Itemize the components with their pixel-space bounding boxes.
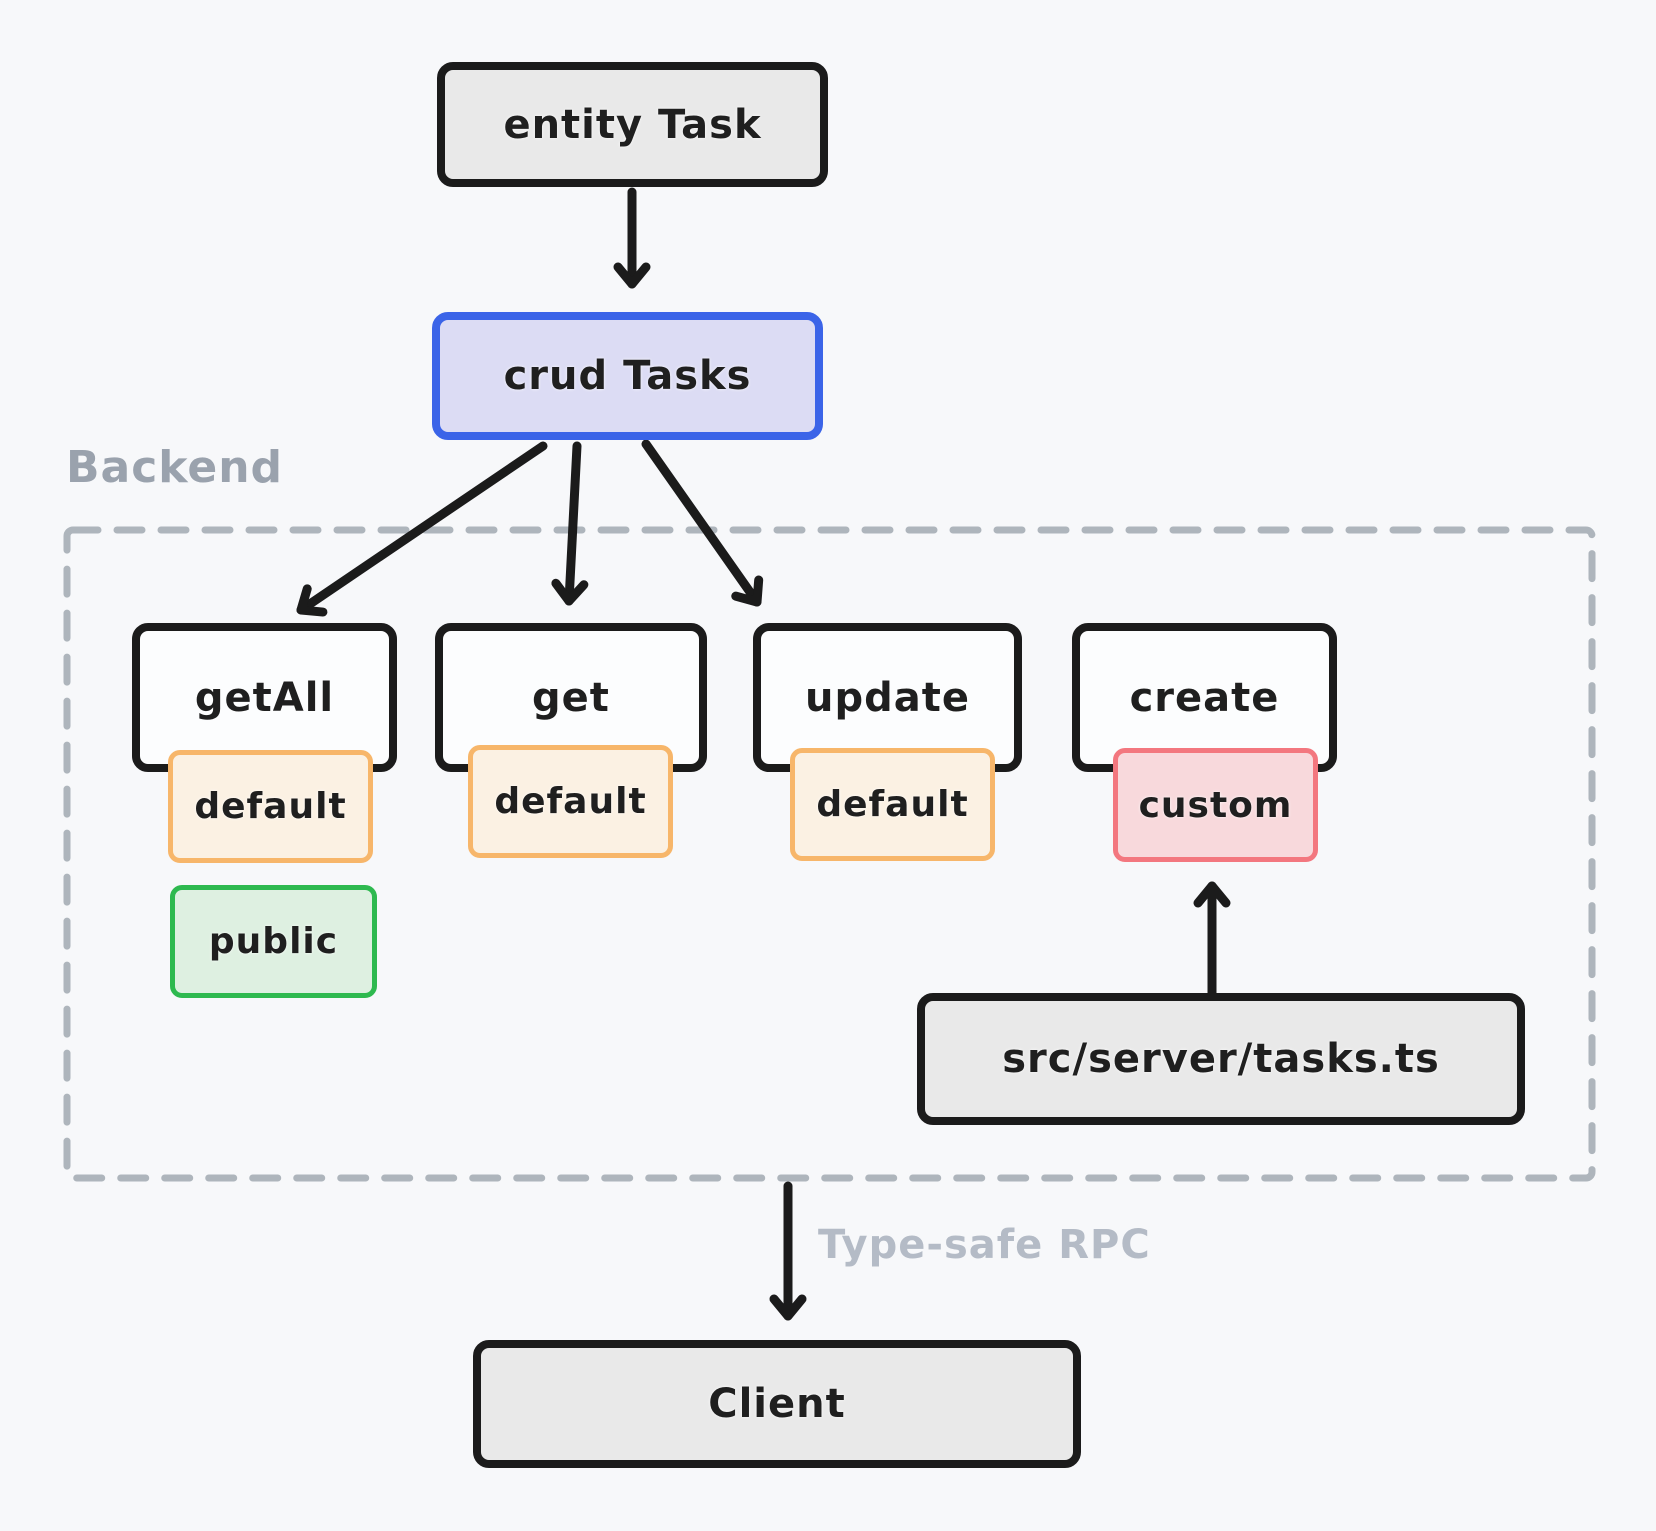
src-server-tasks-label: src/server/tasks.ts: [1002, 1036, 1440, 1082]
client-label: Client: [708, 1381, 846, 1427]
src-server-tasks-node: src/server/tasks.ts: [917, 993, 1525, 1125]
arrow-crud-to-getall: [296, 441, 548, 617]
backend-section-label: Backend: [66, 442, 284, 493]
getall-node: getAll: [132, 623, 397, 772]
getall-label: getAll: [194, 674, 335, 721]
get-default-badge: default: [468, 745, 673, 858]
getall-default-badge: default: [168, 750, 373, 863]
crud-tasks-label: crud Tasks: [503, 353, 752, 399]
crud-tasks-node: crud Tasks: [432, 312, 823, 440]
client-node: Client: [473, 1340, 1081, 1468]
type-safe-rpc-label: Type-safe RPC: [818, 1222, 1151, 1268]
create-node: create: [1072, 623, 1337, 772]
get-default-badge-label: default: [494, 781, 647, 822]
getall-default-badge-label: default: [194, 786, 347, 827]
update-label: update: [805, 674, 970, 721]
create-custom-badge: custom: [1113, 748, 1318, 862]
update-node: update: [753, 623, 1022, 772]
arrow-crud-to-get: [551, 441, 589, 606]
create-label: create: [1129, 674, 1280, 721]
getall-public-badge-label: public: [208, 921, 339, 962]
entity-task-label: entity Task: [503, 101, 762, 148]
get-label: get: [532, 674, 610, 721]
entity-task-node: entity Task: [437, 62, 828, 187]
arrow-crud-to-update: [641, 439, 764, 607]
getall-public-badge: public: [170, 885, 377, 998]
create-custom-badge-label: custom: [1138, 784, 1293, 826]
update-default-badge: default: [790, 748, 995, 861]
update-default-badge-label: default: [816, 784, 969, 825]
backend-dashed-container: [63, 526, 1596, 1182]
